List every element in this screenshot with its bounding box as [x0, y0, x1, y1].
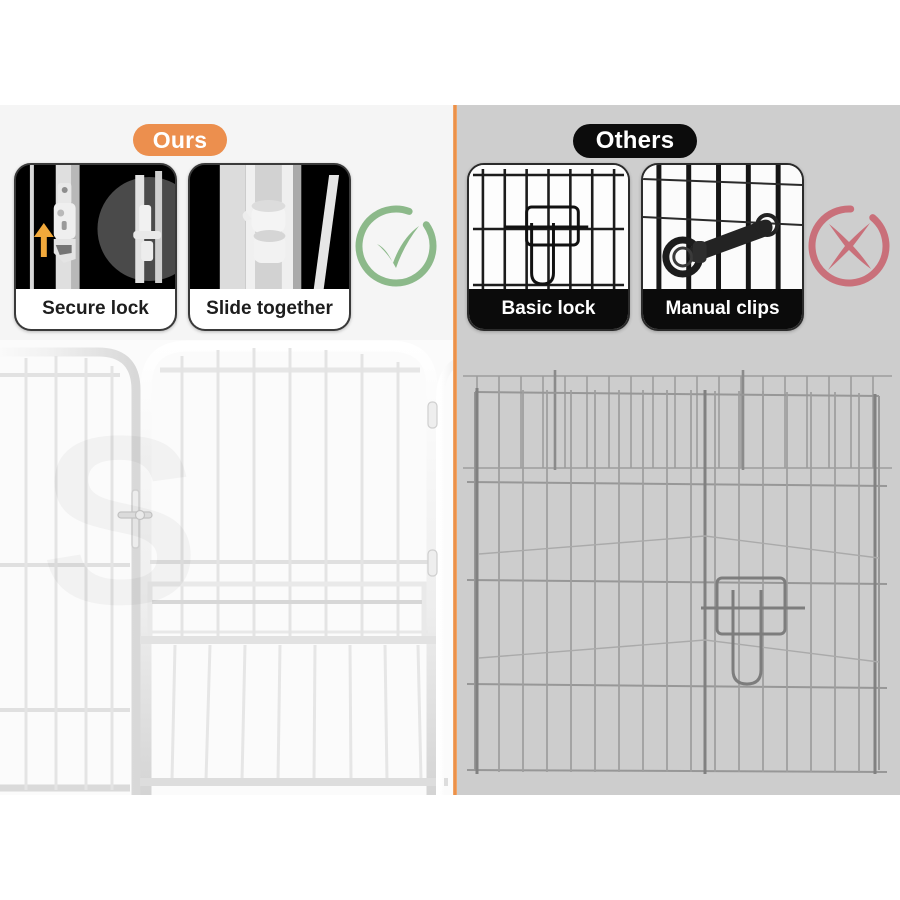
grey-playpen-illustration [455, 340, 900, 795]
others-feature-caption-1: Basic lock [469, 289, 628, 329]
watermark: S [40, 400, 340, 660]
others-feature-card-2[interactable]: Manual clips [641, 163, 804, 331]
cross-circle-icon [803, 200, 895, 292]
ours-feature-caption-2: Slide together [190, 289, 349, 329]
ours-panel: S [0, 105, 455, 795]
ours-product-image: S [0, 340, 455, 795]
content-band: S [0, 105, 900, 795]
ours-feature-card-1[interactable]: Secure lock [14, 163, 177, 331]
gate-latch-graphic [117, 489, 153, 549]
basic-lock-photo [469, 165, 628, 293]
ours-feature-caption-1: Secure lock [16, 289, 175, 329]
up-arrow-icon [33, 223, 54, 257]
others-panel: Others [455, 105, 900, 795]
basic-latch-detail [701, 576, 805, 686]
carabiner-clip-icon [662, 213, 780, 278]
white-playpen-illustration [0, 340, 455, 795]
secure-lock-photo [16, 165, 175, 293]
manual-clips-photo [643, 165, 802, 293]
ours-badge: Ours [133, 124, 227, 156]
slide-together-photo [190, 165, 349, 293]
ours-feature-card-2[interactable]: Slide together [188, 163, 351, 331]
others-feature-caption-2: Manual clips [643, 289, 802, 329]
others-product-image [455, 340, 900, 795]
panel-divider [453, 105, 457, 795]
check-circle-icon [350, 200, 442, 292]
u-latch-icon [503, 205, 589, 286]
others-badge: Others [573, 124, 697, 158]
others-feature-card-1[interactable]: Basic lock [467, 163, 630, 331]
